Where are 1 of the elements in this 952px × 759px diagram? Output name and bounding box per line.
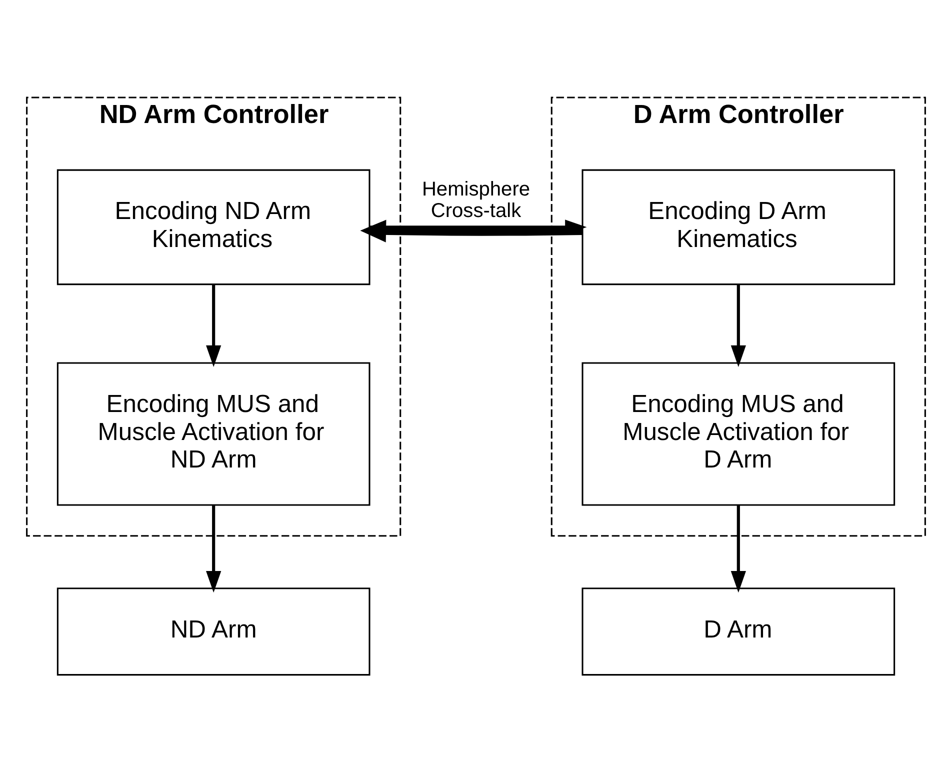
edge-label: Hemisphere Cross-talk	[422, 178, 530, 222]
